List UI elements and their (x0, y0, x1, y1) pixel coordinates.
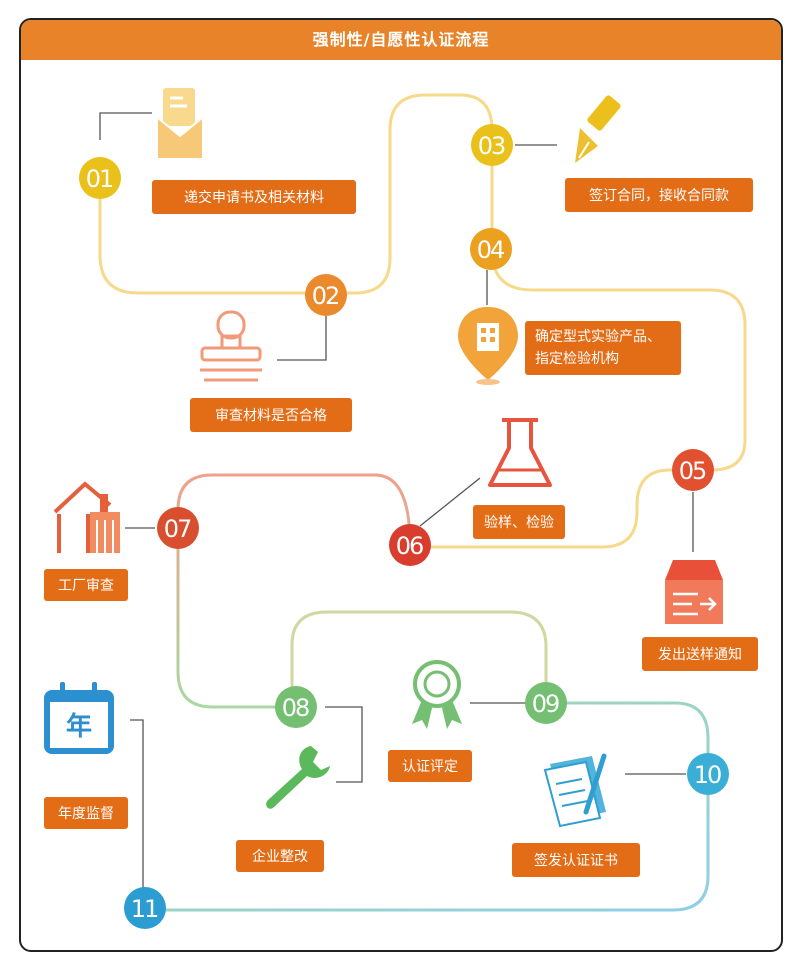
step-number: 05 (679, 457, 706, 485)
step-marker-10: 10 (687, 753, 729, 795)
box-arrow-icon (665, 560, 723, 624)
diagram-title: 强制性/自愿性认证流程 (21, 20, 781, 60)
award-ribbon-icon (412, 660, 462, 729)
step-number: 03 (478, 132, 505, 160)
step-number: 06 (396, 532, 423, 560)
step-number: 11 (131, 895, 158, 923)
factory-house-icon (53, 481, 120, 553)
step-marker-06: 06 (389, 524, 431, 566)
step-label-04: 确定型式实验产品、指定检验机构 (525, 321, 681, 375)
flow-path-segment-4 (143, 701, 710, 912)
pen-nib-icon (575, 95, 621, 163)
flask-icon (488, 418, 552, 487)
step-number: 10 (694, 761, 721, 789)
step-marker-01: 01 (79, 157, 121, 199)
step-label-08: 企业整改 (236, 840, 324, 872)
connector-02 (277, 316, 327, 361)
location-building-icon (458, 307, 518, 385)
step-label-03: 签订合同，接收合同款 (565, 178, 753, 212)
certificate-pen-icon (543, 753, 607, 828)
stamp-icon (200, 310, 262, 382)
connector-lines (99, 112, 694, 890)
step-marker-02: 02 (305, 274, 347, 316)
flow-path-segment-3 (290, 610, 548, 709)
step-number: 09 (532, 690, 559, 718)
connector-06 (419, 477, 481, 527)
step-number: 02 (312, 282, 339, 310)
step-label-11: 年度监督 (44, 797, 128, 829)
step-marker-04: 04 (470, 228, 512, 270)
step-number: 04 (477, 236, 504, 264)
step-number: 08 (282, 694, 309, 722)
flow-path (98, 93, 747, 912)
step-marker-08: 08 (275, 686, 317, 728)
step-markers: 01 02 03 04 05 06 07 08 09 10 11 (79, 124, 729, 929)
step-number: 01 (86, 165, 113, 193)
connector-11 (130, 719, 144, 890)
step-label-07: 工厂审查 (44, 569, 128, 601)
wrench-icon (266, 746, 330, 809)
connector-08 (325, 706, 363, 783)
step-marker-03: 03 (471, 124, 513, 166)
step-label-05: 发出送样通知 (642, 637, 758, 671)
step-label-01: 递交申请书及相关材料 (152, 180, 356, 214)
step-marker-11: 11 (124, 887, 166, 929)
document-envelope-icon (157, 88, 203, 158)
connector-01 (99, 112, 152, 140)
calendar-year-character: 年 (66, 711, 92, 742)
step-label-10: 签发认证证书 (512, 843, 640, 877)
step-label-09: 认证评定 (388, 750, 472, 782)
step-label-06: 验样、检验 (473, 505, 565, 539)
step-marker-07: 07 (157, 507, 199, 549)
step-marker-09: 09 (525, 682, 567, 724)
flow-path-segment-2 (176, 473, 412, 709)
step-marker-05: 05 (672, 449, 714, 491)
calendar-icon: 年 (44, 682, 114, 754)
flow-path-segment-1 (98, 93, 747, 549)
step-number: 07 (164, 515, 191, 543)
step-label-02: 审查材料是否合格 (190, 398, 352, 432)
diagram-frame: 强制性/自愿性认证流程 (19, 18, 783, 952)
